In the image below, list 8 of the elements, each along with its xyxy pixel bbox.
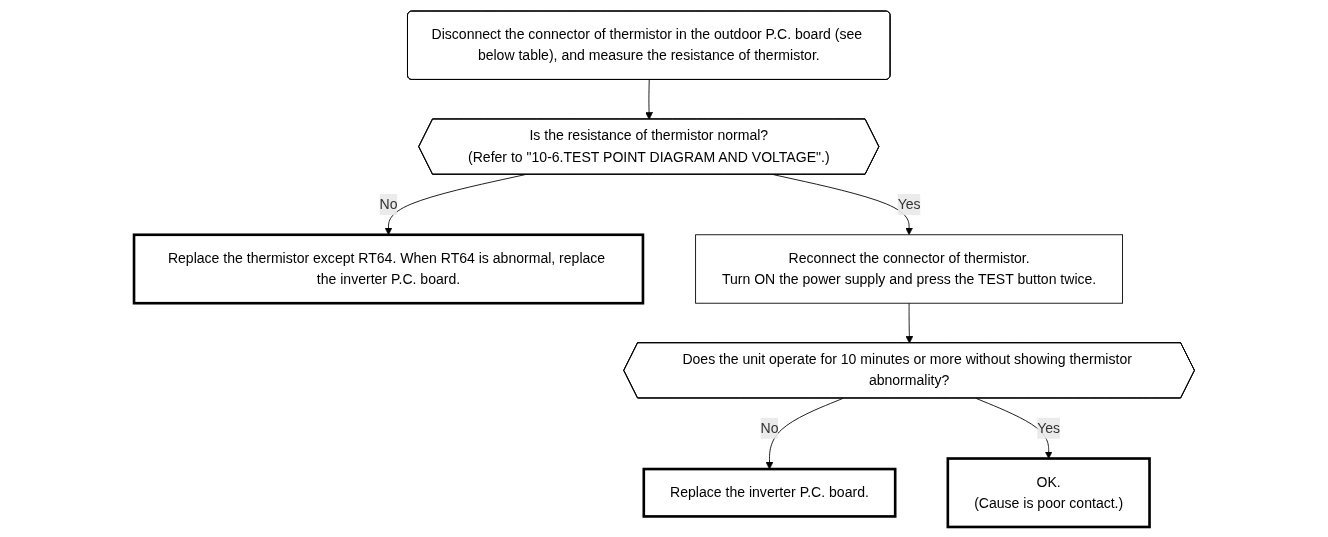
edge-label: No: [379, 196, 398, 212]
node-box: Replace the inverter P.C. board.: [642, 467, 897, 518]
node-box: Replace the thermistor except RT64. When RT64 is abnormal, replace the inverter P.C. board.: [132, 232, 645, 305]
node-box: OK. (Cause is poor contact.): [946, 456, 1151, 528]
edge-label: Yes: [897, 196, 921, 212]
edge-label: No: [760, 419, 779, 435]
node-box: Reconnect the connector of thermistor. Turn ON the power supply and press the TEST button twice.: [694, 233, 1123, 304]
edge-label: Yes: [1036, 419, 1060, 435]
